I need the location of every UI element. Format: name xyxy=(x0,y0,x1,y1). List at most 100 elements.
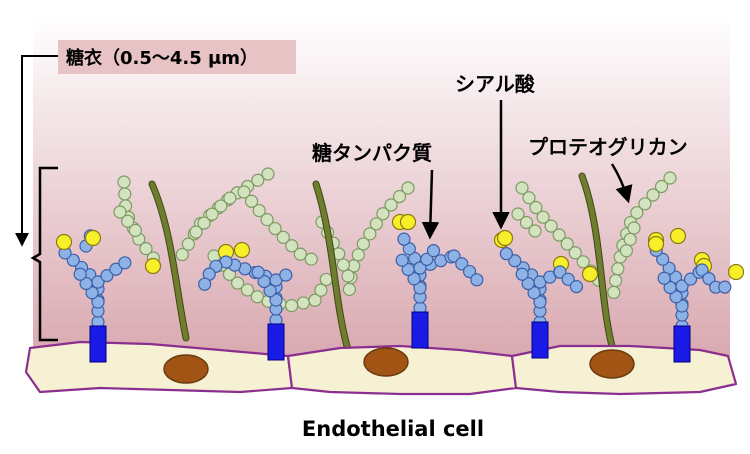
glycan-chain-bead xyxy=(561,272,575,286)
gag-chain-bead xyxy=(341,269,355,283)
gag-chain-bead xyxy=(276,230,290,244)
gag-chain-bead xyxy=(296,296,310,310)
gag-chain-bead xyxy=(336,258,350,272)
gag-chain-bead xyxy=(205,207,219,221)
glycan-chain-bead xyxy=(470,273,484,287)
glycan-chain-bead xyxy=(198,277,212,291)
gag-chain-bead xyxy=(552,228,566,242)
gag-chain-bead xyxy=(244,194,259,208)
sialic-acid-label: シアル酸 xyxy=(455,72,536,96)
glycan-chain-bead xyxy=(683,272,698,286)
sialic-acid-bead xyxy=(55,233,73,251)
glycan-chain-bead xyxy=(85,286,99,300)
glycan-chain-bead xyxy=(66,253,80,267)
gag-chain-bead xyxy=(128,223,142,238)
core-protein xyxy=(579,173,615,349)
glycan-chain-bead xyxy=(695,263,709,277)
gag-chain-bead xyxy=(285,239,299,253)
glycan-chain-bead xyxy=(426,244,441,258)
glycan-chain-bead xyxy=(521,276,535,291)
gag-chain-bead xyxy=(342,282,357,296)
glycoprotein-label: 糖タンパク質 xyxy=(312,141,432,165)
cell-nucleus-3 xyxy=(589,349,635,379)
gag-chain-bead xyxy=(576,255,590,269)
cell-nucleus-1 xyxy=(163,354,209,384)
sialic-acid-bead xyxy=(496,229,514,247)
glycan-chain xyxy=(413,244,441,275)
gag-chain-bead xyxy=(308,293,322,307)
glycan-chain xyxy=(73,267,105,309)
proteoglycan-core-proteins xyxy=(148,172,616,354)
glycan-chain-bead xyxy=(499,247,513,261)
glycan-chain-bead xyxy=(663,280,677,295)
gag-chain-bead xyxy=(252,203,266,218)
glycocalyx-label-box xyxy=(58,40,296,74)
proteoglycan-chains xyxy=(113,167,677,313)
sialic-acid-bead xyxy=(399,213,417,231)
glycan-chain xyxy=(657,271,689,313)
glycan-chain-bead xyxy=(553,265,567,279)
gag-chain xyxy=(511,207,542,238)
glycan-chain-bead xyxy=(395,253,409,267)
sialic-acid-bead xyxy=(84,229,102,247)
gag-chain-bead xyxy=(560,237,574,251)
gag-chain xyxy=(619,221,641,258)
glycan-chain xyxy=(695,263,732,294)
gag-chain-bead xyxy=(544,219,558,233)
gag-chain xyxy=(237,185,318,266)
membrane-proteins xyxy=(89,311,691,363)
membrane-protein-5 xyxy=(673,325,691,363)
endothelial-cells xyxy=(24,340,738,396)
glycan-chain-bead xyxy=(447,249,461,263)
sialic-acid-bead xyxy=(669,227,687,245)
glycan-chain-bead xyxy=(79,276,93,291)
sialic-acid-bead xyxy=(144,257,162,275)
gag-chain-bead xyxy=(181,237,195,251)
glycan-chain-bead xyxy=(669,290,683,304)
sialic-acid-bead xyxy=(581,265,599,283)
glycan-chain-bead xyxy=(508,254,522,268)
glycan-chain xyxy=(515,267,547,309)
gag-chain-bead xyxy=(240,283,255,297)
gag-chain-bead xyxy=(314,283,328,297)
glycan-chain-bead xyxy=(91,295,105,309)
sialic-acid-bead xyxy=(647,235,665,253)
glycan-chain-bead xyxy=(413,281,427,295)
gag-chain-bead xyxy=(363,227,377,241)
gag-chain-bead xyxy=(250,290,264,304)
gag-chain-bead xyxy=(630,206,644,220)
glycan-chain-bead xyxy=(257,274,271,289)
gag-chain-bead xyxy=(175,247,189,262)
gag-chain-bead xyxy=(369,217,383,231)
core-protein xyxy=(149,181,189,341)
glycan-chain-bead xyxy=(279,268,293,282)
glycocalyx-height-bracket xyxy=(15,55,58,342)
gag-chain-bead xyxy=(304,252,318,266)
glycan-chain xyxy=(447,249,484,287)
gag-chain-bead xyxy=(117,175,131,189)
endothelial-cell-label: Endothelial cell xyxy=(302,417,484,441)
glycan-chain xyxy=(251,265,283,307)
gag-chain-bead xyxy=(293,247,307,261)
glycan-chain xyxy=(395,253,427,295)
gag-chain-bead xyxy=(536,210,550,224)
gag-chain-bead xyxy=(528,224,542,238)
glycan-chain-bead xyxy=(455,257,469,271)
gag-chain-bead xyxy=(611,262,625,276)
gag-chain-bead xyxy=(268,221,282,236)
gag-chain-bead xyxy=(139,242,153,256)
glycan-chain-bead xyxy=(73,267,87,281)
glycan-chain-bead xyxy=(420,252,434,266)
gag-chain-bead xyxy=(356,237,370,251)
gag-chain-bead xyxy=(230,276,245,290)
gag-chain-bead xyxy=(646,188,660,202)
gag-chain-bead xyxy=(118,187,132,201)
gag-chain-bead xyxy=(623,232,637,246)
glycan-chain-bead xyxy=(118,256,132,270)
gag-chain-bead xyxy=(654,179,669,194)
gag-chain-bead xyxy=(214,199,228,213)
gag-chain-bead xyxy=(351,248,365,262)
glycan-chain-bead xyxy=(269,293,283,307)
gag-chain-bead xyxy=(189,225,203,239)
glycan-chain-bead xyxy=(527,286,541,300)
